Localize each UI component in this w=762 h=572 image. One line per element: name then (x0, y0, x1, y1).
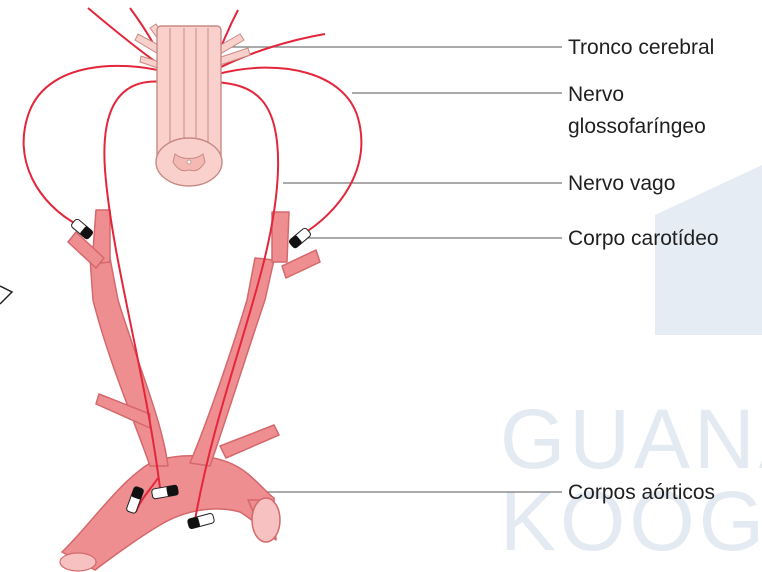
aortic-arch (62, 456, 276, 570)
label-carotid-body: Corpo carotídeo (568, 226, 719, 251)
descending-aorta-opening (252, 498, 280, 542)
label-vagus-nerve: Nervo vago (568, 171, 675, 196)
edge-mark (0, 286, 12, 304)
label-aortic-bodies: Corpos aórticos (568, 480, 715, 505)
label-brainstem: Tronco cerebral (568, 35, 714, 60)
vessels (62, 210, 320, 570)
label-glossopharyngeal-line-2: glossofaríngeo (568, 114, 706, 139)
glossopharyngeal-nerve-right (218, 68, 361, 236)
aortic-root-opening (60, 553, 96, 571)
left-common-carotid (90, 258, 168, 466)
leader-lines (168, 47, 562, 492)
central-canal (187, 160, 191, 164)
right-carotid-body (288, 227, 311, 249)
right-internal-carotid (272, 212, 289, 262)
aortic-body-3 (187, 513, 215, 529)
label-glossopharyngeal-line-1: Nervo (568, 82, 624, 107)
right-subclavian-branch (220, 425, 279, 458)
brainstem (135, 24, 250, 186)
glossopharyngeal-nerve-left (24, 66, 166, 225)
